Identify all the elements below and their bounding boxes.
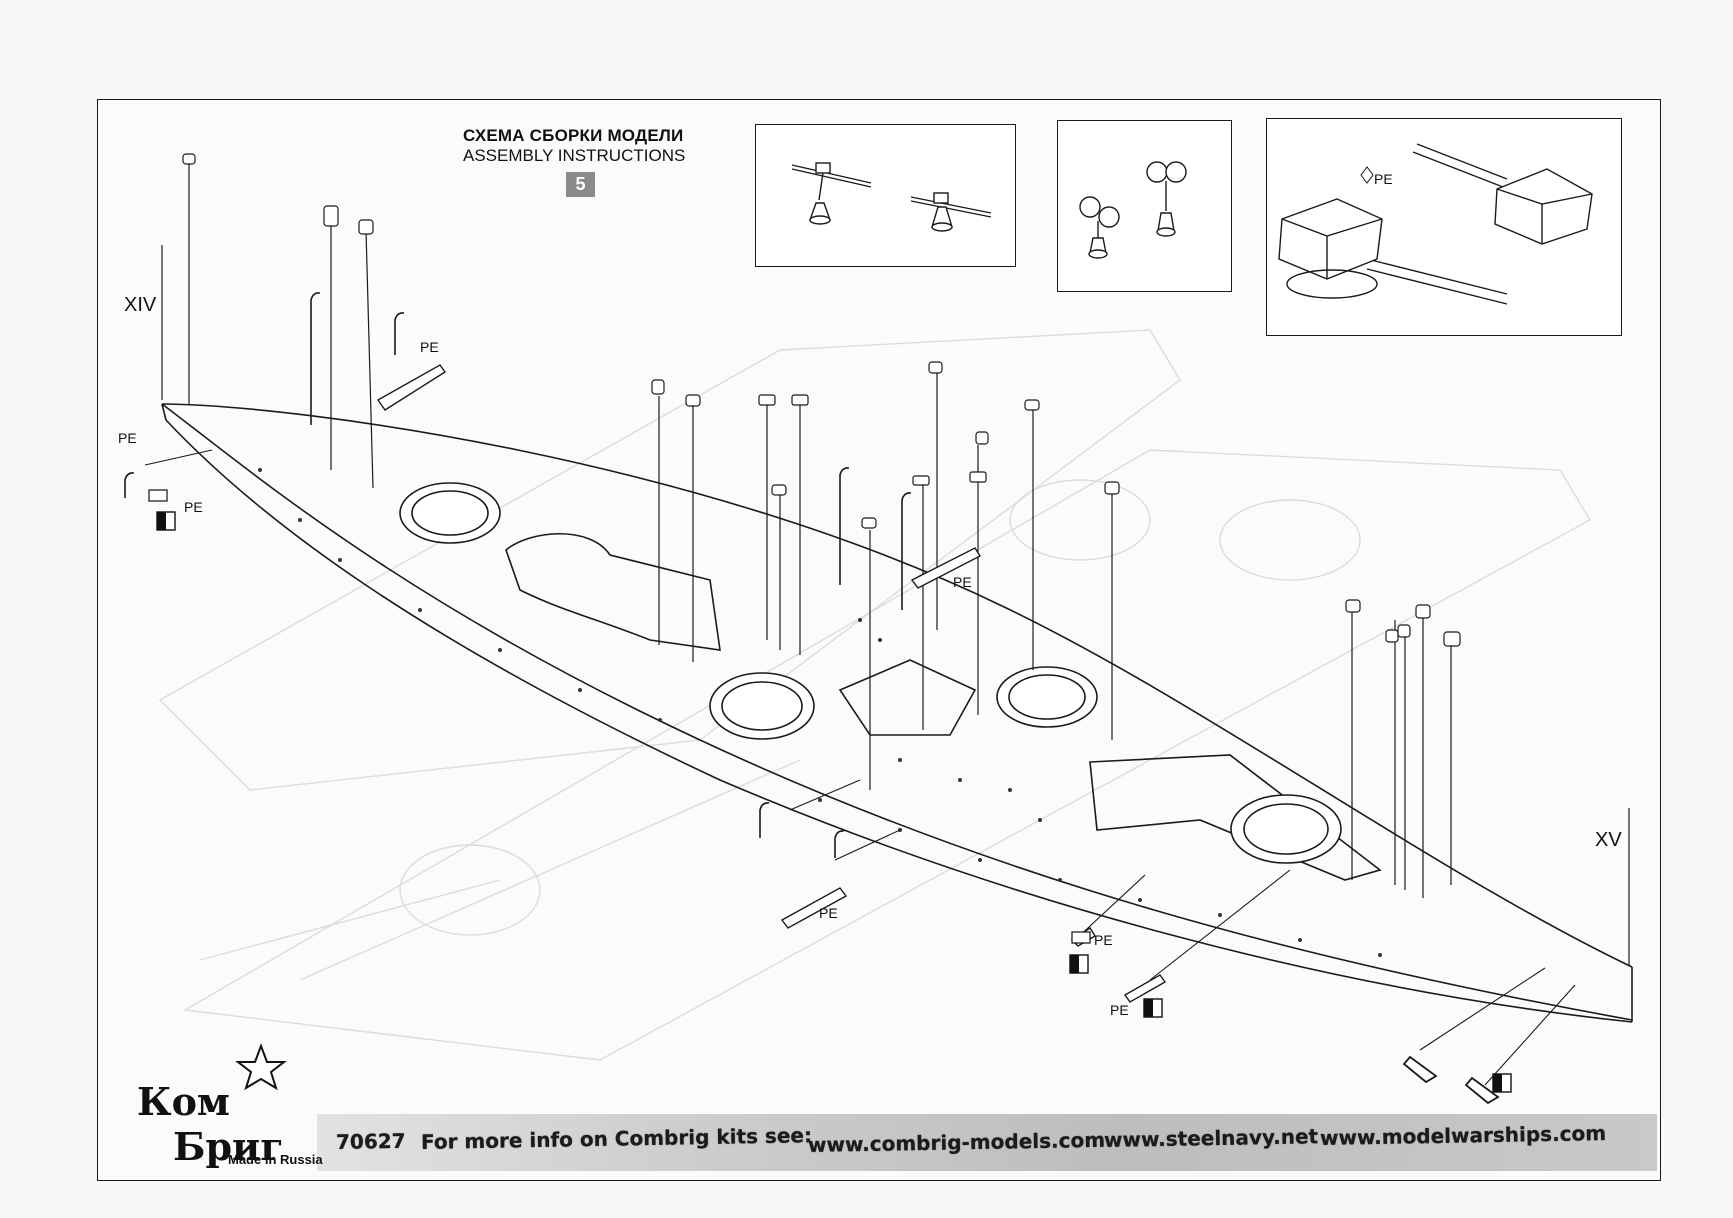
pe-label-mid-ladder: PE (953, 574, 972, 590)
section-label-stern: XV (1595, 829, 1622, 851)
flag-marker-icon (148, 489, 1512, 1093)
pe-label-bow-left: PE (118, 430, 137, 446)
logo-text-bottom: Бриг (173, 1124, 284, 1169)
pe-label-aft-1: PE (1094, 932, 1113, 948)
made-in-russia: Made in Russia (228, 1152, 323, 1167)
logo-text-top: Ком (137, 1079, 230, 1124)
title-english: ASSEMBLY INSTRUCTIONS (463, 146, 686, 165)
inset-turret-detail: PE (1266, 118, 1622, 336)
step-number-badge: 5 (566, 172, 595, 197)
inset-searchlight-detail (1057, 120, 1232, 292)
title-russian: СХЕМА СБОРКИ МОДЕЛИ (463, 126, 684, 145)
inset-boom-detail (755, 124, 1016, 267)
footer-band (317, 1114, 1657, 1171)
boom-detail-drawing (791, 162, 992, 232)
pe-label-lower-ladder: PE (819, 905, 838, 921)
star-logo-icon (235, 1043, 287, 1091)
pe-label-aft-2: PE (1110, 1002, 1129, 1018)
pe-label-bow-right: PE (184, 499, 203, 515)
pe-label-turret: PE (1374, 171, 1393, 187)
pe-label-fore-ladder: PE (420, 339, 439, 355)
turret-detail-drawing (1278, 143, 1593, 305)
section-label-bow: XIV (124, 294, 157, 316)
link-modelwarships[interactable]: www.modelwarships.com (1319, 1121, 1607, 1150)
searchlight-detail-drawing (1079, 161, 1187, 259)
kit-number: 70627 (335, 1128, 406, 1154)
link-steelnavy[interactable]: www.steelnavy.net (1103, 1124, 1319, 1152)
